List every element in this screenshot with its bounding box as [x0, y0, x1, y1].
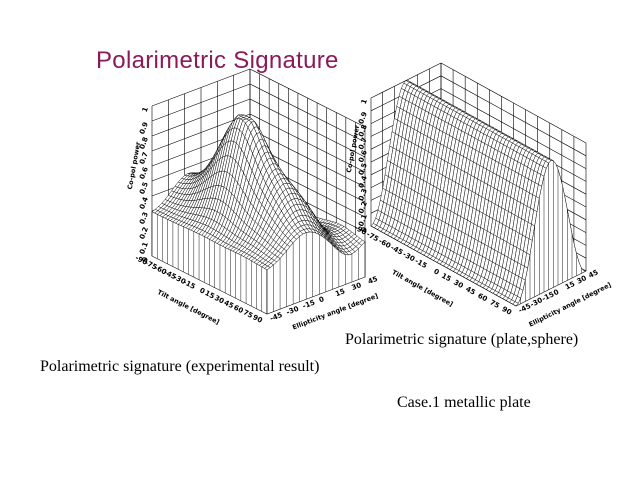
- slide-title: Polarimetric Signature: [96, 47, 339, 74]
- x-tick-label: 0: [432, 267, 440, 276]
- z-tick-label: 0.7: [138, 151, 150, 166]
- x-tick-label: 60: [476, 292, 489, 304]
- y-tick-label: 45: [587, 268, 599, 280]
- y-tick-label: 30: [576, 274, 588, 286]
- x-tick-label: 15: [440, 272, 453, 284]
- z-tick-label: 0.1: [357, 213, 369, 228]
- z-tick-label: 0.6: [357, 149, 369, 164]
- z-tick-label: 1: [141, 106, 150, 113]
- z-tick-label: 0.4: [138, 196, 150, 211]
- z-tick-label: 1: [360, 98, 369, 105]
- z-tick-label: 0.7: [357, 136, 369, 151]
- z-tick-label: 0.2: [357, 200, 369, 215]
- z-tick-label: 0.6: [138, 166, 150, 181]
- z-tick-label: 0.8: [357, 123, 369, 138]
- z-tick-label: 0.3: [138, 211, 150, 226]
- y-tick-label: 15: [334, 287, 346, 298]
- x-tick-label: 0: [198, 286, 206, 295]
- z-tick-label: 0.3: [357, 187, 369, 202]
- case-label: Case.1 metallic plate: [397, 394, 531, 411]
- x-tick-label: 30: [213, 294, 225, 306]
- x-tick-label: 90: [251, 313, 263, 325]
- x-tick-label: 30: [452, 278, 465, 290]
- y-tick-label: 30: [351, 281, 363, 292]
- x-tick-label: 45: [223, 299, 235, 311]
- caption-plate-sphere: Polarimetric signature (plate,sphere): [345, 331, 579, 348]
- z-tick-label: 0.9: [138, 121, 150, 136]
- y-tick-label: -45: [269, 311, 284, 323]
- z-tick-label: 0.5: [138, 181, 150, 196]
- z-tick-label: 0.5: [357, 162, 369, 177]
- z-tick-label: 0.1: [138, 241, 150, 256]
- surface-mesh-experimental: [151, 114, 366, 315]
- x-tick-label: 45: [464, 285, 477, 297]
- surface-front-skirt-theory: [370, 225, 517, 307]
- caption-experimental: Polarimetric signature (experimental res…: [40, 358, 320, 375]
- x-tick-label: 15: [203, 289, 215, 301]
- z-tick-label: 0.8: [138, 136, 150, 151]
- z-tick-label: 0.2: [138, 226, 150, 241]
- surface-mesh-theory: [370, 80, 587, 307]
- x-tick-label: -15: [413, 257, 428, 270]
- y-tick-label: 0: [552, 288, 560, 297]
- x-tick-label: 90: [500, 305, 513, 317]
- surface-right-skirt-experimental: [266, 231, 366, 315]
- x-tick-label: 75: [488, 298, 501, 310]
- z-tick-label: 0.9: [357, 111, 369, 126]
- surface-right-skirt-theory: [515, 160, 587, 307]
- x-tick-label: 75: [242, 308, 254, 320]
- y-tick-label: 0: [318, 295, 326, 304]
- y-tick-label: 15: [564, 280, 576, 292]
- y-tick-label: -30: [285, 305, 300, 317]
- y-tick-label: 45: [367, 275, 379, 286]
- z-tick-label: 0: [360, 226, 369, 233]
- z-tick-label: 0: [141, 256, 150, 263]
- z-tick-label: 0.4: [357, 175, 369, 190]
- y-tick-label: -15: [302, 299, 317, 311]
- x-tick-label: 60: [232, 304, 244, 316]
